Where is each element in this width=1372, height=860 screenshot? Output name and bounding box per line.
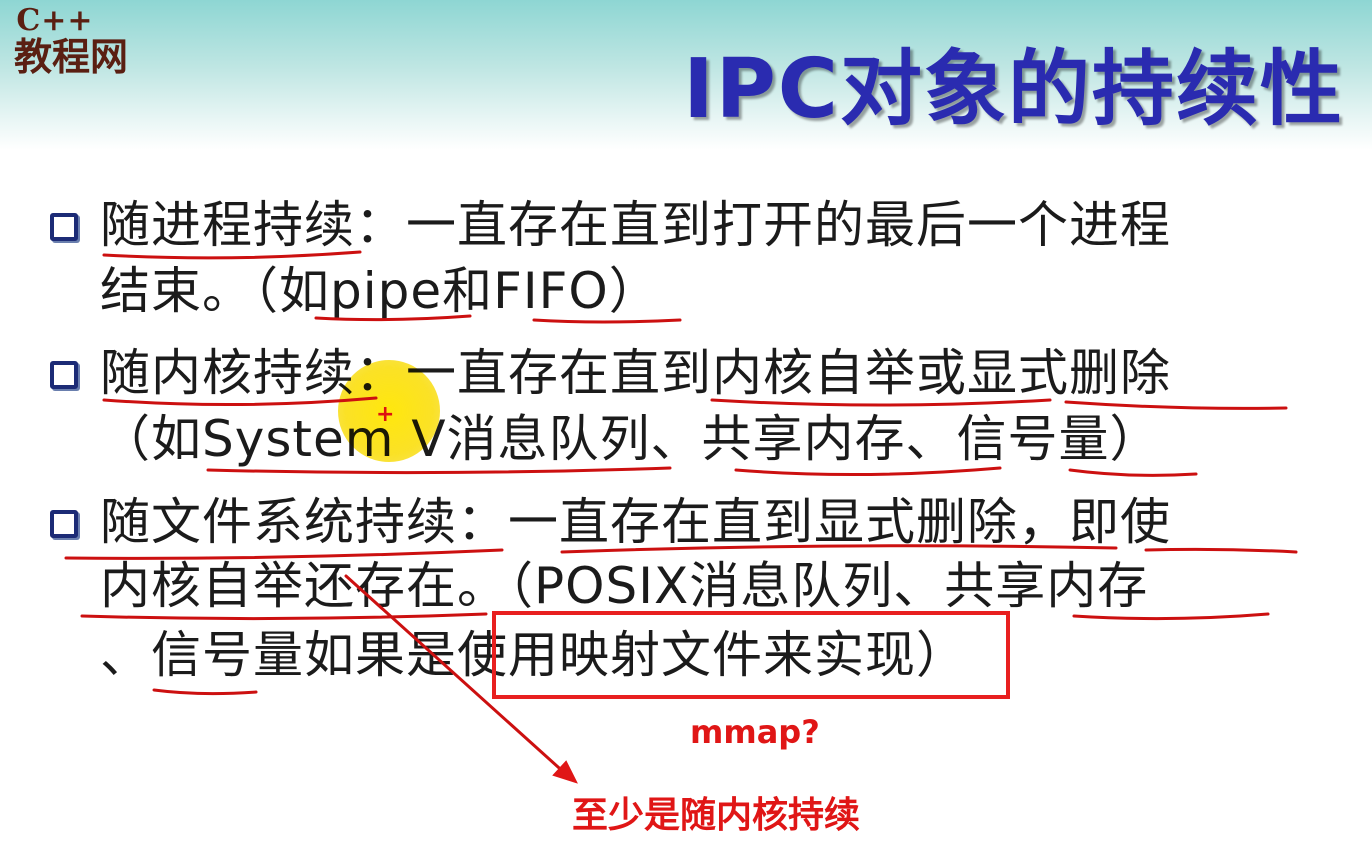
bullet-2-line-2: （如System V消息队列、共享内存、信号量） (100, 410, 1161, 468)
mmap-note: mmap? (690, 713, 820, 751)
slide-title: IPC对象的持续性 (683, 42, 1344, 137)
bullet-checkbox-icon (50, 510, 78, 538)
bullet-2-line-1: 随内核持续：一直存在直到内核自举或显式删除 (100, 344, 1171, 402)
underline-stroke (734, 466, 1002, 477)
bullet-checkbox-icon (50, 213, 78, 241)
underline-stroke (532, 318, 682, 324)
bullet-1-line-1: 随进程持续：一直存在直到打开的最后一个进程 (100, 196, 1171, 254)
underline-stroke (152, 688, 258, 696)
bullet-3-line-2: 内核自举还存在。（POSIX消息队列、共享内存 (100, 557, 1149, 615)
persistence-note: 至少是随内核持续 (572, 795, 861, 836)
bullet-1-line-2: 结束。（如pipe和FIFO） (100, 262, 660, 320)
crosshair-cursor-icon: + (376, 402, 395, 427)
bullet-3-line-1: 随文件系统持续：一直存在直到显式删除，即使 (100, 493, 1171, 551)
underline-stroke (1068, 468, 1198, 477)
annotation-highlight-box (492, 611, 1010, 699)
header-band (0, 0, 1372, 150)
logo-line-2: 教程网 (13, 34, 128, 79)
underline-stroke (1064, 400, 1288, 410)
annotation-arrowhead-icon (552, 760, 578, 784)
site-logo: C++ 教程网 (0, 6, 150, 76)
bullet-checkbox-icon (50, 361, 78, 389)
logo-line-1: C++ (16, 3, 94, 38)
underline-stroke (206, 466, 672, 475)
pointer-highlight (338, 360, 440, 462)
